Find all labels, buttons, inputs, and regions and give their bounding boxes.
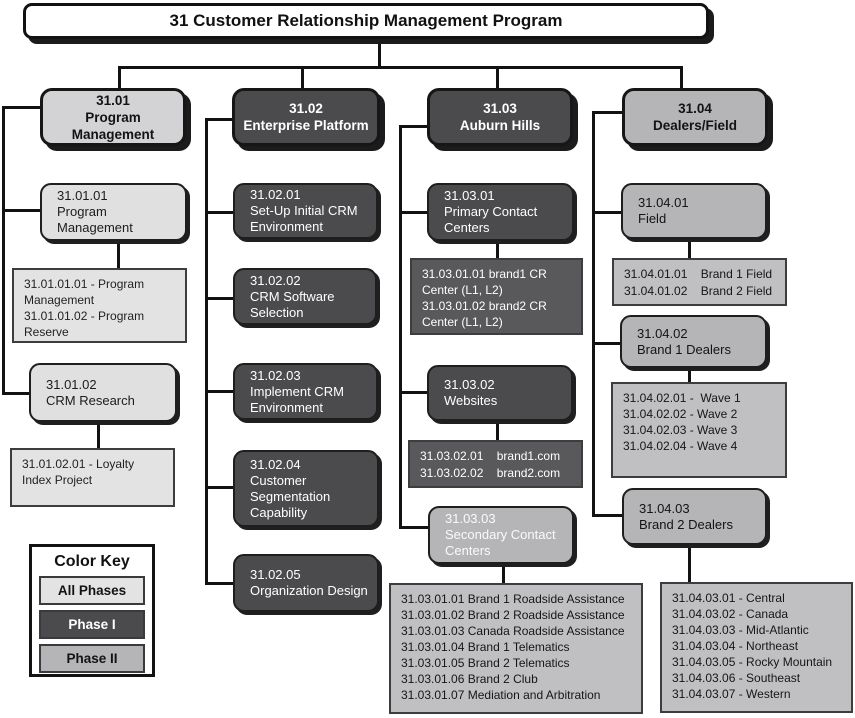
connector-line xyxy=(2,209,42,212)
detail-31-04-01: 31.04.01.01 Brand 1 Field 31.04.01.02 Br… xyxy=(612,258,787,306)
node-label: 31.01.01 Program Management xyxy=(57,188,133,235)
detail-text: 31.04.01.01 Brand 1 Field 31.04.01.02 Br… xyxy=(624,267,773,298)
connector-line xyxy=(502,562,505,584)
branch-label: 31.01 Program Management xyxy=(71,92,155,142)
detail-31-03-03: 31.03.01.01 Brand 1 Roadside Assistance … xyxy=(389,583,643,714)
node-label: 31.04.02 Brand 1 Dealers xyxy=(637,325,731,357)
node-label: 31.01.02 CRM Research xyxy=(46,376,135,408)
connector-line xyxy=(117,239,120,269)
color-key-swatch-phase-2: Phase II xyxy=(39,644,145,673)
node-31-04-02: 31.04.02 Brand 1 Dealers xyxy=(620,315,767,368)
connector-line xyxy=(399,125,429,128)
connector-line xyxy=(399,526,430,529)
connector-line xyxy=(496,66,499,90)
node-label: 31.02.05 Organization Design xyxy=(250,567,368,598)
branch-31-01: 31.01 Program Management xyxy=(40,88,186,146)
connector-line xyxy=(592,342,624,345)
node-31-01-01: 31.01.01 Program Management xyxy=(40,183,187,241)
connector-line xyxy=(399,211,429,214)
connector-line xyxy=(592,111,595,517)
connector-line xyxy=(399,125,402,529)
node-label: 31.02.02 CRM Software Selection xyxy=(250,272,335,320)
connector-line xyxy=(2,392,32,395)
node-label: 31.03.01 Primary Contact Centers xyxy=(444,188,538,235)
connector-line xyxy=(118,66,121,90)
swatch-label: Phase II xyxy=(66,651,118,666)
swatch-label: Phase I xyxy=(68,617,116,632)
node-31-04-03: 31.04.03 Brand 2 Dealers xyxy=(622,488,767,545)
branch-label: 31.03 Auburn Hills xyxy=(459,101,541,133)
detail-text: 31.01.02.01 - Loyalty Index Project xyxy=(22,457,135,487)
program-title-box: 31 Customer Relationship Management Prog… xyxy=(23,3,709,39)
node-label: 31.02.03 Implement CRM Environment xyxy=(250,367,344,415)
connector-line xyxy=(205,486,235,489)
connector-line xyxy=(680,66,683,90)
connector-line xyxy=(2,106,42,109)
connector-line xyxy=(592,211,624,214)
connector-line xyxy=(205,118,208,585)
detail-31-04-02: 31.04.02.01 - Wave 1 31.04.02.02 - Wave … xyxy=(611,382,787,478)
connector-line xyxy=(592,514,624,517)
connector-line xyxy=(205,211,235,214)
connector-line xyxy=(205,118,235,121)
node-31-02-05: 31.02.05 Organization Design xyxy=(233,554,379,612)
detail-text: 31.03.02.01 brand1.com 31.03.02.02 brand… xyxy=(420,449,561,480)
connector-line xyxy=(378,40,381,68)
detail-text: 31.01.01.01 - Program Management 31.01.0… xyxy=(24,277,145,339)
branch-label: 31.04 Dealers/Field xyxy=(652,101,738,133)
node-31-02-02: 31.02.02 CRM Software Selection xyxy=(233,268,377,325)
node-label: 31.03.02 Websites xyxy=(444,377,498,408)
detail-text: 31.03.01.01 brand1 CR Center (L1, L2) 31… xyxy=(422,267,547,329)
connector-line xyxy=(205,390,235,393)
node-31-03-02: 31.03.02 Websites xyxy=(427,365,573,421)
branch-31-04: 31.04 Dealers/Field xyxy=(622,88,768,146)
program-title: 31 Customer Relationship Management Prog… xyxy=(169,11,563,30)
node-31-01-02: 31.01.02 CRM Research xyxy=(29,363,177,422)
branch-label: 31.02 Enterprise Platform xyxy=(243,101,369,133)
color-key-swatch-phase-1: Phase I xyxy=(39,610,145,639)
connector-line xyxy=(2,106,5,395)
color-key: Color Key All Phases Phase I Phase II xyxy=(29,544,155,677)
swatch-label: All Phases xyxy=(57,583,127,598)
node-label: 31.04.03 Brand 2 Dealers xyxy=(639,500,733,532)
connector-line xyxy=(118,66,683,69)
connector-line xyxy=(97,420,100,449)
detail-31-03-02: 31.03.02.01 brand1.com 31.03.02.02 brand… xyxy=(408,440,583,488)
connector-line xyxy=(688,543,691,583)
node-31-02-04: 31.02.04 Customer Segmentation Capabilit… xyxy=(233,450,379,527)
connector-line xyxy=(688,366,691,383)
connector-line xyxy=(205,582,235,585)
connector-line xyxy=(496,419,499,441)
node-label: 31.02.04 Customer Segmentation Capabilit… xyxy=(250,456,331,520)
detail-text: 31.04.03.01 - Central 31.04.03.02 - Cana… xyxy=(672,591,833,701)
node-31-02-03: 31.02.03 Implement CRM Environment xyxy=(233,363,378,420)
detail-text: 31.03.01.01 Brand 1 Roadside Assistance … xyxy=(401,592,625,702)
color-key-swatch-all-phases: All Phases xyxy=(39,576,145,605)
node-label: 31.03.03 Secondary Contact Centers xyxy=(445,511,556,558)
connector-line xyxy=(688,237,691,259)
connector-line xyxy=(205,297,235,300)
connector-line xyxy=(399,391,429,394)
color-key-title: Color Key xyxy=(54,553,130,570)
connector-line xyxy=(496,239,499,259)
detail-text: 31.04.02.01 - Wave 1 31.04.02.02 - Wave … xyxy=(623,391,741,453)
node-31-04-01: 31.04.01 Field xyxy=(621,183,767,239)
detail-31-01-01: 31.01.01.01 - Program Management 31.01.0… xyxy=(12,268,187,343)
branch-31-02: 31.02 Enterprise Platform xyxy=(232,88,380,146)
node-31-02-01: 31.02.01 Set-Up Initial CRM Environment xyxy=(233,183,378,239)
detail-31-03-01: 31.03.01.01 brand1 CR Center (L1, L2) 31… xyxy=(410,258,583,335)
node-31-03-03: 31.03.03 Secondary Contact Centers xyxy=(428,506,574,564)
node-label: 31.02.01 Set-Up Initial CRM Environment xyxy=(250,187,358,234)
detail-31-01-02: 31.01.02.01 - Loyalty Index Project xyxy=(10,448,175,507)
branch-31-03: 31.03 Auburn Hills xyxy=(427,88,573,146)
node-31-03-01: 31.03.01 Primary Contact Centers xyxy=(427,183,574,241)
node-label: 31.04.01 Field xyxy=(638,195,689,226)
connector-line xyxy=(301,66,304,90)
connector-line xyxy=(592,111,624,114)
detail-31-04-03: 31.04.03.01 - Central 31.04.03.02 - Cana… xyxy=(660,582,853,713)
